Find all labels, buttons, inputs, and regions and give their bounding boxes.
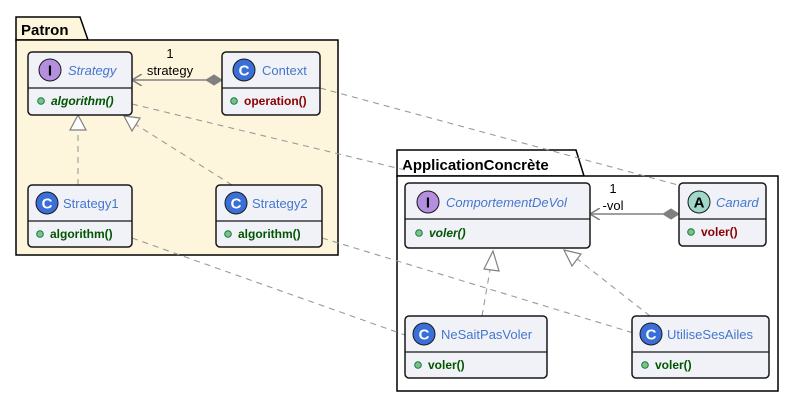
realization-arrowhead-strategy1: [69, 113, 87, 131]
dashed-line-strategy-comportement: [131, 103, 406, 171]
stereotype-letter: C: [419, 327, 430, 344]
class-stereotype-icon: [232, 58, 256, 82]
public-method-icon: [687, 228, 695, 236]
public-method-icon: [415, 229, 423, 237]
class-nesaitpasvoler[interactable]: C NeSaitPasVoler voler(): [404, 315, 548, 379]
realization-nesaitpas-comportement: [481, 269, 491, 317]
class-strategy[interactable]: I Strategy algorithm(): [27, 51, 133, 116]
class-utilisesesailes[interactable]: C UtiliseSesAiles voler(): [631, 315, 770, 379]
class-name: Canard: [716, 195, 759, 210]
role-vol: -vol: [603, 198, 624, 213]
class-strategy1[interactable]: C Strategy1 algorithm(): [27, 184, 133, 248]
class-name: Strategy1: [63, 196, 119, 211]
realization-strategy2-strategy: [134, 123, 233, 186]
stereotype-letter: C: [646, 327, 657, 344]
class-name: UtiliseSesAiles: [667, 327, 753, 342]
realization-arrowhead-utilise: [562, 249, 583, 268]
method-name: algorithm(): [50, 227, 113, 241]
class-name: Strategy: [68, 63, 118, 78]
method-name: voler(): [701, 225, 738, 239]
class-stereotype-icon: [35, 191, 59, 215]
class-name: Context: [262, 63, 307, 78]
class-stereotype-icon: [639, 322, 663, 346]
class-name: NeSaitPasVoler: [441, 327, 533, 342]
stereotype-letter: C: [239, 63, 250, 80]
stereotype-letter: A: [694, 195, 705, 212]
method-name: operation(): [244, 94, 307, 108]
method-name: voler(): [428, 358, 465, 372]
interface-stereotype-icon: [416, 190, 440, 214]
interface-stereotype-icon: [38, 58, 62, 82]
composition-diamond-context: [205, 74, 223, 86]
public-method-icon: [414, 361, 422, 369]
realization-utilise-comportement: [575, 257, 651, 317]
multiplicity-vol: 1: [609, 181, 616, 196]
abstract-stereotype-icon: [687, 190, 711, 214]
method-name: algorithm(): [51, 94, 114, 108]
public-method-icon: [37, 97, 45, 105]
method-name: voler(): [429, 226, 466, 240]
class-strategy2[interactable]: C Strategy2 algorithm(): [215, 184, 323, 248]
method-name: algorithm(): [238, 227, 301, 241]
class-name: ComportementDeVol: [446, 195, 568, 210]
public-method-icon: [224, 230, 232, 238]
method-name: voler(): [655, 358, 692, 372]
role-strategy: strategy: [147, 63, 194, 78]
class-stereotype-icon: [224, 191, 248, 215]
realization-arrowhead-nesaitpas: [483, 249, 500, 272]
stereotype-letter: I: [426, 195, 430, 212]
association-canard-vol: 1 -vol: [590, 181, 680, 220]
class-comportementdevol[interactable]: I ComportementDeVol voler(): [404, 182, 591, 249]
dashed-line-strategy2-utilise: [321, 237, 641, 336]
realization-arrowhead-strategy2: [122, 115, 141, 133]
dashed-line-context-canard: [319, 87, 679, 186]
stereotype-letter: I: [48, 63, 52, 80]
class-name: Strategy2: [252, 196, 308, 211]
dashed-line-strategy1-nesaitpas: [131, 237, 406, 336]
inheritance-lines: [69, 113, 651, 317]
class-stereotype-icon: [412, 322, 436, 346]
stereotype-letter: C: [42, 196, 53, 213]
dependency-lines: [131, 87, 679, 336]
composition-diamond-canard: [662, 208, 680, 220]
public-method-icon: [641, 361, 649, 369]
package-application-label: ApplicationConcrète: [402, 157, 549, 174]
class-canard[interactable]: A Canard voler(): [678, 182, 767, 247]
multiplicity-strategy: 1: [166, 46, 173, 61]
public-method-icon: [230, 97, 238, 105]
public-method-icon: [36, 230, 44, 238]
stereotype-letter: C: [231, 196, 242, 213]
package-patron-label: Patron: [21, 22, 69, 39]
class-context[interactable]: C Context operation(): [221, 51, 321, 116]
association-context-strategy: 1 strategy: [132, 46, 223, 86]
